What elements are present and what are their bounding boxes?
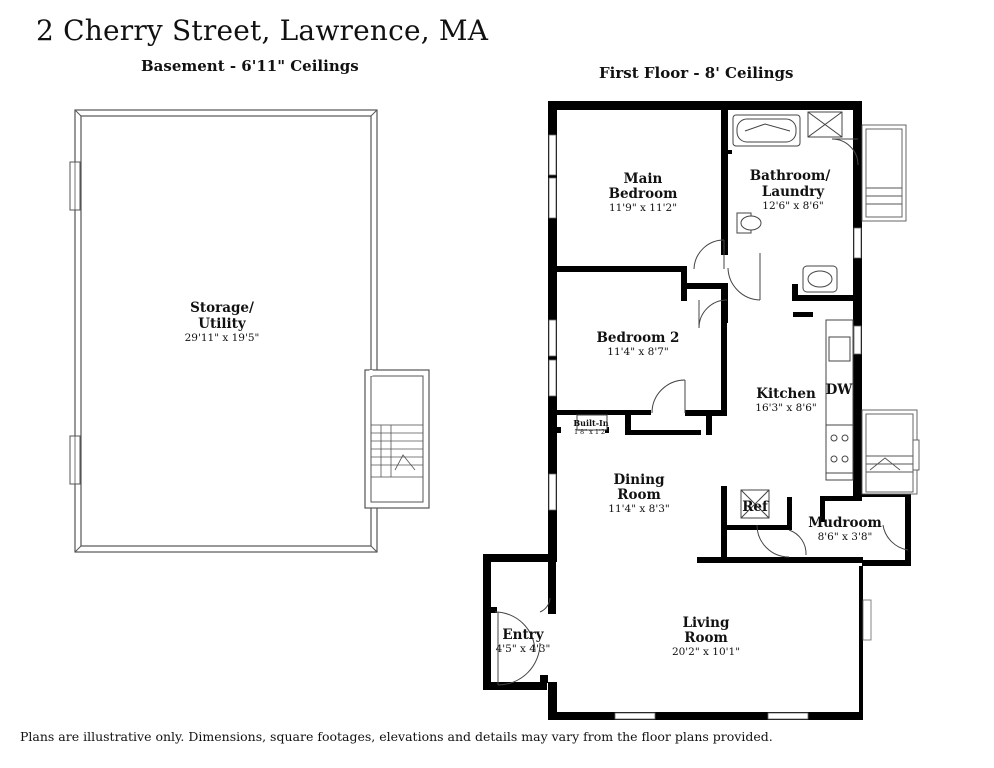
bedroom2-dims: 11'4" x 8'7" xyxy=(607,346,668,358)
first-floor-heading: First Floor - 8' Ceilings xyxy=(599,64,794,82)
dining-dims: 11'4" x 8'3" xyxy=(608,503,669,515)
living-name-2: Room xyxy=(684,630,728,646)
kitchen-dims: 16'3" x 8'6" xyxy=(755,402,816,414)
basement-heading: Basement - 6'11" Ceilings xyxy=(141,57,359,75)
main-bedroom-dims: 11'9" x 11'2" xyxy=(609,202,677,214)
bathroom-name-1: Bathroom/ xyxy=(750,168,831,184)
kitchen-name: Kitchen xyxy=(756,386,816,402)
mudroom-name: Mudroom xyxy=(808,515,882,531)
kitchen-sink-icon xyxy=(828,336,851,362)
bedroom2-name: Bedroom 2 xyxy=(597,330,680,346)
disclaimer-text: Plans are illustrative only. Dimensions,… xyxy=(20,729,773,744)
basement-stairs xyxy=(370,424,424,478)
storage-name-1: Storage/ xyxy=(190,300,254,316)
bathroom-name-2: Laundry xyxy=(762,184,825,200)
main-bedroom-name-2: Bedroom xyxy=(609,186,678,202)
main-bedroom-name-1: Main xyxy=(624,171,663,187)
entry-name: Entry xyxy=(502,627,544,643)
interior-walls xyxy=(557,110,911,566)
room-labels: Main Bedroom 11'9" x 11'2" Bathroom/ Lau… xyxy=(496,168,882,658)
storage-dims: 29'11" x 19'5" xyxy=(185,332,260,344)
kitchen-fixtures xyxy=(576,319,854,519)
stove-icon xyxy=(825,424,854,474)
first-floor-plan: Main Bedroom 11'9" x 11'2" Bathroom/ Lau… xyxy=(483,101,920,720)
mudroom-dims: 8'6" x 3'8" xyxy=(818,531,873,543)
living-name-1: Living xyxy=(683,615,730,631)
bathroom-fixtures xyxy=(732,111,843,293)
basement-plan: Storage/ Utility 29'11" x 19'5" xyxy=(69,109,430,553)
living-dims: 20'2" x 10'1" xyxy=(672,646,740,658)
exterior-stairs xyxy=(861,124,920,495)
basement-inner-wall xyxy=(80,115,372,547)
built-in-dims: 1'8" x 1'2" xyxy=(574,428,608,436)
dining-name-1: Dining xyxy=(613,472,665,488)
entry-walls xyxy=(491,562,556,683)
storage-name-2: Utility xyxy=(198,316,247,332)
page-title: 2 Cherry Street, Lawrence, MA xyxy=(36,14,489,47)
doors xyxy=(494,138,909,686)
dishwasher-label: DW xyxy=(826,382,854,398)
refrigerator-label: Ref xyxy=(742,499,769,515)
built-in-name: Built-In xyxy=(573,418,608,428)
entry-dims: 4'5" x 4'3" xyxy=(496,643,551,655)
first-floor-windows xyxy=(548,134,872,720)
bathroom-dims: 12'6" x 8'6" xyxy=(762,200,823,212)
dining-name-2: Room xyxy=(617,487,661,503)
